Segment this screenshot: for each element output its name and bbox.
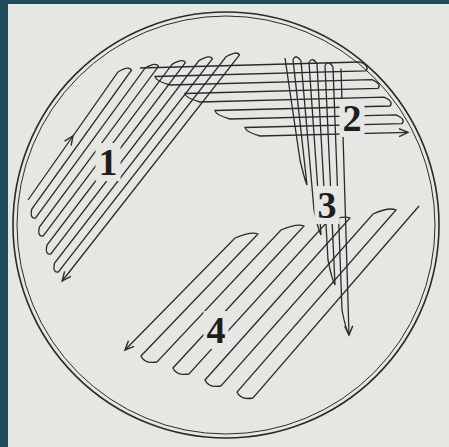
arrowhead (125, 341, 134, 350)
region-number: 1 (96, 143, 121, 181)
arrowhead (345, 326, 353, 335)
streak-lines (28, 53, 419, 398)
dish-rim-inner (17, 16, 435, 434)
region-number: 4 (204, 311, 229, 349)
streak-path (125, 206, 419, 398)
dish-rim (13, 12, 439, 438)
frame-edge (0, 0, 8, 447)
arrowhead (399, 129, 408, 137)
arrowhead (62, 271, 71, 281)
region-number: 3 (315, 186, 340, 224)
arrowhead (65, 136, 73, 146)
streak-path (28, 53, 240, 281)
streak-path (140, 62, 408, 136)
frame-edge (0, 0, 449, 4)
region-number: 2 (340, 99, 365, 137)
